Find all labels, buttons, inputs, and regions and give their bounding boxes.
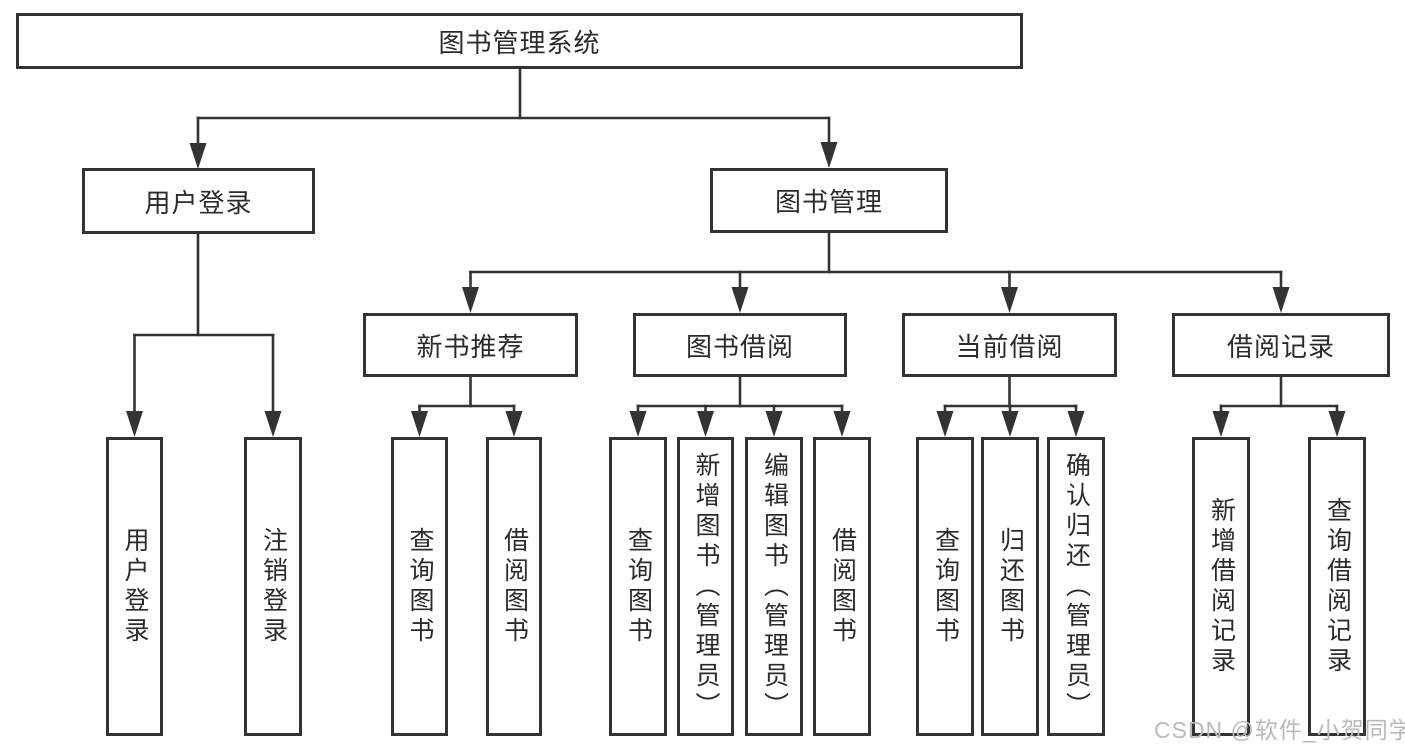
node-root-label: 图书管理系统	[438, 27, 601, 58]
arrow-down-icon	[697, 411, 714, 437]
node-return-book: 归还图书	[981, 437, 1039, 736]
arrow-down-icon	[731, 287, 749, 313]
node-logout: 注销登录	[244, 437, 302, 736]
node-root: 图书管理系统	[16, 13, 1023, 69]
node-query-book-1-label: 查询图书	[406, 526, 434, 647]
node-borrow-records-label: 借阅记录	[1226, 331, 1335, 362]
node-new-book-recommend: 新书推荐	[363, 313, 578, 377]
arrow-down-icon	[820, 142, 838, 168]
connector-book-borrow-children	[629, 375, 851, 437]
node-return-book-label: 归还图书	[996, 526, 1025, 647]
connector-book-management-children	[462, 231, 1290, 313]
node-user-login: 用户登录	[82, 168, 315, 234]
connector-current-borrow-children	[936, 375, 1085, 437]
node-confirm-return-admin: 确认归还（管理员）	[1047, 437, 1105, 736]
node-query-book-2-label: 查询图书	[624, 526, 653, 647]
node-current-borrow: 当前借阅	[902, 313, 1117, 377]
node-query-book-2: 查询图书	[609, 437, 667, 736]
arrow-down-icon	[462, 287, 479, 313]
node-current-borrow-label: 当前借阅	[955, 331, 1064, 362]
node-borrow-book-2-label: 借阅图书	[828, 526, 857, 647]
node-confirm-return-admin-label: 确认归还（管理员）	[1062, 451, 1091, 722]
arrow-down-icon	[1212, 411, 1230, 437]
arrow-down-icon	[1001, 287, 1018, 313]
node-login-label: 用户登录	[121, 526, 149, 647]
csdn-watermark: CSDN @软件_小贺同学	[1154, 717, 1405, 743]
node-edit-book-admin-label: 编辑图书（管理员）	[760, 451, 789, 722]
node-borrow-records: 借阅记录	[1172, 313, 1390, 377]
arrow-down-icon	[765, 411, 783, 437]
node-user-login-label: 用户登录	[144, 187, 253, 218]
node-add-book-admin: 新增图书（管理员）	[677, 437, 734, 736]
node-borrow-book-2: 借阅图书	[813, 437, 871, 736]
arrow-down-icon	[629, 411, 647, 437]
node-login: 用户登录	[106, 437, 163, 736]
arrow-down-icon	[411, 411, 428, 437]
node-book-borrow-label: 图书借阅	[685, 331, 794, 362]
connector-borrow-records-children	[1212, 375, 1346, 437]
node-book-borrow: 图书借阅	[633, 313, 847, 377]
node-borrow-book-1: 借阅图书	[486, 437, 542, 736]
node-new-book-recommend-label: 新书推荐	[416, 331, 525, 362]
arrow-down-icon	[126, 411, 143, 437]
node-book-management-label: 图书管理	[774, 187, 883, 217]
connector-user-login-children	[126, 232, 282, 437]
connector-new-book-recommend-children	[411, 375, 523, 437]
node-query-borrow-record-label: 查询借阅记录	[1323, 496, 1352, 677]
arrow-down-icon	[936, 411, 954, 437]
node-query-book-3-label: 查询图书	[931, 526, 960, 647]
node-add-book-admin-label: 新增图书（管理员）	[692, 451, 720, 722]
node-book-management: 图书管理	[710, 168, 948, 233]
node-query-book-1: 查询图书	[391, 437, 448, 736]
node-add-borrow-record-label: 新增借阅记录	[1207, 496, 1236, 677]
arrow-down-icon	[505, 411, 523, 437]
arrow-down-icon	[1272, 287, 1290, 313]
arrow-down-icon	[833, 411, 851, 437]
node-edit-book-admin: 编辑图书（管理员）	[745, 437, 803, 736]
node-add-borrow-record: 新增借阅记录	[1192, 437, 1250, 736]
connector-root-to-level1	[189, 67, 838, 169]
arrow-down-icon	[189, 143, 207, 169]
arrow-down-icon	[1328, 411, 1346, 437]
node-query-borrow-record: 查询借阅记录	[1308, 437, 1366, 736]
node-borrow-book-1-label: 借阅图书	[500, 526, 529, 647]
node-logout-label: 注销登录	[259, 526, 288, 647]
arrow-down-icon	[1067, 411, 1085, 437]
arrow-down-icon	[1001, 411, 1019, 437]
node-query-book-3: 查询图书	[916, 437, 974, 736]
arrow-down-icon	[264, 411, 282, 437]
